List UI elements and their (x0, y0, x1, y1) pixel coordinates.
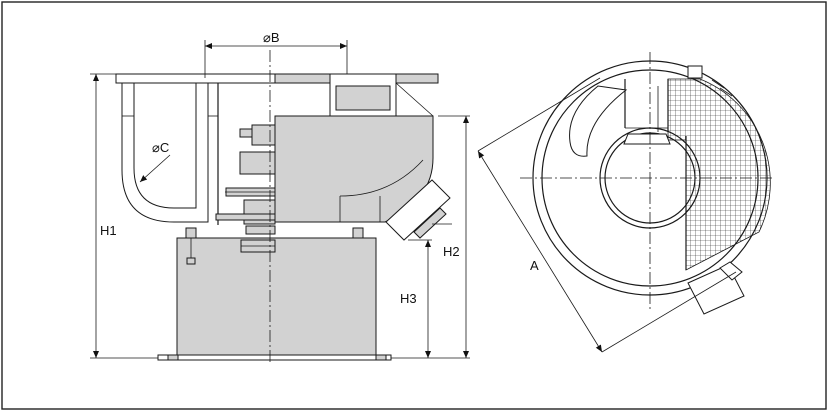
dimension-c-line (139, 154, 171, 183)
mesh-screen (667, 78, 771, 271)
support-stud-right (352, 227, 364, 239)
base-cabinet (176, 237, 377, 359)
dimension-h2-label: H2 (443, 244, 460, 259)
motor-mount (239, 128, 253, 138)
dimension-a-line (477, 150, 603, 353)
dimension-h3-label: H3 (400, 291, 417, 306)
foot-plate (157, 354, 392, 361)
discharge-spout (385, 179, 451, 241)
chute-outlet (623, 133, 671, 145)
bowl-section-inner (133, 83, 197, 209)
dimension-c-label: ⌀C (152, 140, 169, 155)
dimension-h1-label: H1 (100, 223, 117, 238)
side-lug-top (687, 65, 703, 79)
motor-body (239, 151, 276, 175)
side-view: ⌀B ⌀C H1 H2 H3 (90, 30, 470, 364)
top-view: A (477, 52, 775, 353)
support-stud-left (185, 227, 197, 239)
dimension-b-label: ⌀B (263, 30, 280, 45)
spiral-slot (569, 85, 628, 157)
dimension-a-label: A (530, 258, 539, 273)
